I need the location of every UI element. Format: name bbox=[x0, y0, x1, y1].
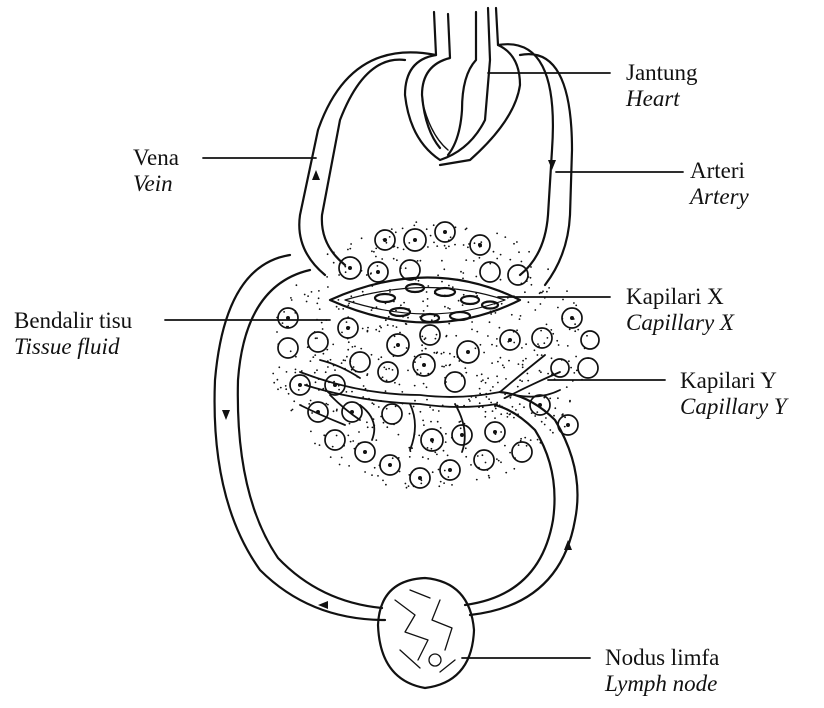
label-lymph-node-en: Lymph node bbox=[605, 671, 719, 697]
label-capillary-y-en: Capillary Y bbox=[680, 394, 787, 420]
label-heart-bm: Jantung bbox=[626, 60, 698, 86]
capillary-x-drawing bbox=[330, 278, 520, 323]
heart-drawing bbox=[405, 8, 520, 165]
tissue-cells bbox=[278, 222, 599, 488]
label-capillary-x-bm: Kapilari X bbox=[626, 284, 734, 310]
tissue-fluid-dots bbox=[272, 221, 589, 488]
label-capillary-y: Kapilari Y Capillary Y bbox=[680, 368, 787, 420]
artery-vessel bbox=[498, 44, 553, 275]
label-vein: Vena Vein bbox=[133, 145, 179, 197]
label-capillary-y-bm: Kapilari Y bbox=[680, 368, 787, 394]
flow-arrows bbox=[222, 160, 572, 609]
label-tissue-fluid-bm: Bendalir tisu bbox=[14, 308, 132, 334]
label-heart-en: Heart bbox=[626, 86, 698, 112]
label-vein-en: Vein bbox=[133, 171, 179, 197]
label-tissue-fluid-en: Tissue fluid bbox=[14, 334, 132, 360]
label-capillary-x-en: Capillary X bbox=[626, 310, 734, 336]
label-tissue-fluid: Bendalir tisu Tissue fluid bbox=[14, 308, 132, 360]
capillary-y-drawing bbox=[300, 355, 560, 452]
label-artery-bm: Arteri bbox=[690, 158, 749, 184]
label-heart: Jantung Heart bbox=[626, 60, 698, 112]
lymph-node-drawing bbox=[378, 578, 474, 688]
label-artery-en: Artery bbox=[690, 184, 749, 210]
label-artery: Arteri Artery bbox=[690, 158, 749, 210]
label-vein-bm: Vena bbox=[133, 145, 179, 171]
label-lymph-node: Nodus limfa Lymph node bbox=[605, 645, 719, 697]
label-capillary-x: Kapilari X Capillary X bbox=[626, 284, 734, 336]
label-lymph-node-bm: Nodus limfa bbox=[605, 645, 719, 671]
